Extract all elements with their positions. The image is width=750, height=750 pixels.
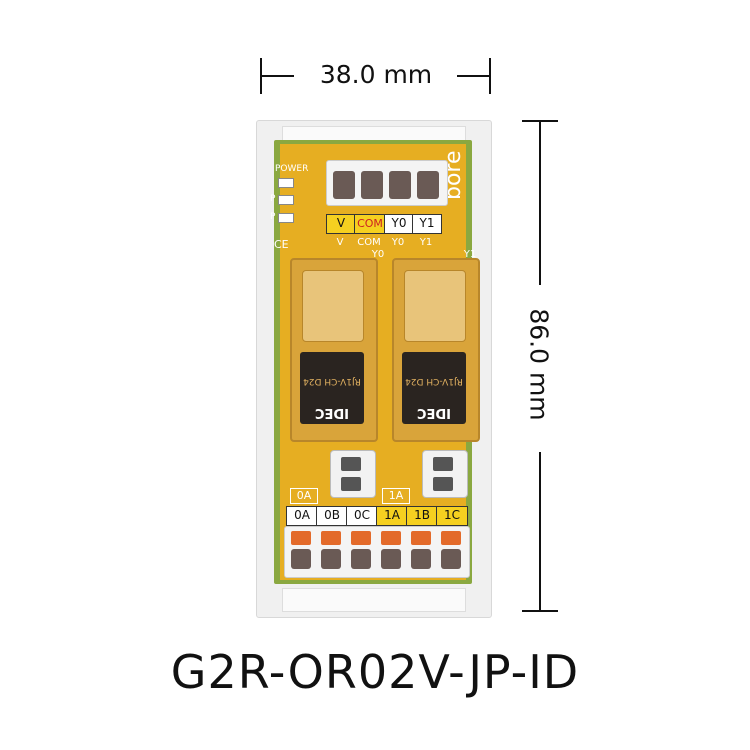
- bottom-terminal-socket: [381, 549, 401, 569]
- rail-bottom-cap: [282, 588, 466, 612]
- silk-v: V: [336, 237, 344, 248]
- relay-module: POWER P P CE bore V COM Y0 Y1 V COM Y0 Y…: [256, 120, 492, 618]
- top-terminal-label-com: COM: [354, 214, 386, 234]
- bottom-terminal-lever: [291, 531, 311, 545]
- led-p1: [278, 195, 294, 205]
- bottom-terminal-label-1a: 1A: [376, 506, 408, 526]
- relay-coil: [300, 352, 364, 424]
- bottom-terminal-label-0c: 0C: [346, 506, 378, 526]
- relay-label-y0: Y0: [371, 249, 385, 260]
- relay-brand: IDEC: [416, 405, 452, 420]
- jumper-connector-0: [330, 450, 376, 498]
- relay-text: RJ1V-CH D24: [405, 376, 463, 386]
- width-dim-right-line: [457, 75, 491, 77]
- top-terminal-lever: [333, 171, 355, 199]
- silk-y0: Y0: [391, 237, 405, 248]
- jumper-pin: [341, 457, 361, 471]
- led-label-p1: P: [270, 194, 276, 204]
- bottom-terminal-socket: [321, 549, 341, 569]
- relay-socket-clip: [302, 270, 364, 342]
- height-dim-label: 86.0 mm: [524, 308, 554, 421]
- relay-brand: IDEC: [314, 405, 350, 420]
- silk-y1: Y1: [419, 237, 433, 248]
- relay-1: RJ1V-CH D24 IDEC: [392, 258, 480, 442]
- bottom-terminal-socket: [291, 549, 311, 569]
- bottom-terminal-label-1c: 1C: [436, 506, 468, 526]
- led-label-p2: P: [270, 212, 276, 222]
- bottom-terminal-label-0a: 0A: [286, 506, 318, 526]
- bottom-terminal-socket: [351, 549, 371, 569]
- bottom-terminal-label-0b: 0B: [316, 506, 348, 526]
- width-dim-label: 38.0 mm: [319, 60, 433, 89]
- bottom-terminal-lever: [321, 531, 341, 545]
- bottom-terminal-lever: [381, 531, 401, 545]
- bottom-terminal-lever: [351, 531, 371, 545]
- relay-socket-clip: [404, 270, 466, 342]
- led-label-power: POWER: [275, 164, 309, 174]
- height-dim-top-line: [539, 120, 541, 285]
- top-terminal-label-y1: Y1: [412, 214, 442, 234]
- bottom-group-0a: 0A: [290, 488, 318, 504]
- width-dim-left-line: [260, 75, 294, 77]
- led-power: [278, 178, 294, 188]
- jumper-pin: [341, 477, 361, 491]
- bottom-terminal-block: [284, 526, 470, 578]
- bottom-terminal-lever: [441, 531, 461, 545]
- silk-com: COM: [357, 237, 381, 248]
- top-terminal-lever: [417, 171, 439, 199]
- top-terminal-lever: [361, 171, 383, 199]
- relay-coil: [402, 352, 466, 424]
- bottom-group-1a: 1A: [382, 488, 410, 504]
- top-terminal-lever: [389, 171, 411, 199]
- led-p2: [278, 213, 294, 223]
- top-terminal-label-y0: Y0: [384, 214, 414, 234]
- top-terminal-block: [326, 160, 448, 206]
- jumper-pin: [433, 477, 453, 491]
- relay-0: RJ1V-CH D24 IDEC: [290, 258, 378, 442]
- width-dimension: 38.0 mm: [260, 58, 492, 94]
- top-terminal-label-v: V: [326, 214, 356, 234]
- bottom-terminal-label-1b: 1B: [406, 506, 438, 526]
- relay-label-y1: Y1: [463, 249, 477, 260]
- product-model-title: G2R-OR02V-JP-ID: [170, 645, 580, 699]
- height-dimension: 86.0 mm: [522, 120, 558, 612]
- jumper-pin: [433, 457, 453, 471]
- jumper-connector-1: [422, 450, 468, 498]
- bottom-terminal-socket: [441, 549, 461, 569]
- relay-text: RJ1V-CH D24: [303, 376, 361, 386]
- height-dim-bottom-line: [539, 452, 541, 612]
- bottom-terminal-socket: [411, 549, 431, 569]
- bottom-terminal-lever: [411, 531, 431, 545]
- ce-mark: CE: [274, 238, 289, 251]
